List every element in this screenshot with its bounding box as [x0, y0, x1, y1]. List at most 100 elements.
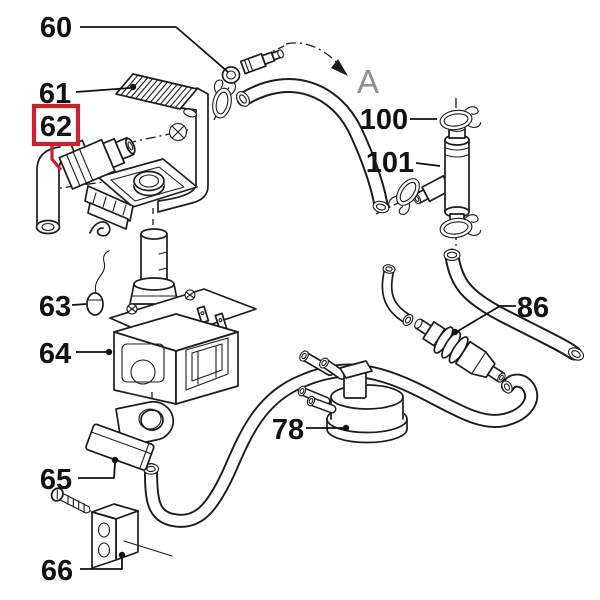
part-label-62[interactable]: 62: [40, 111, 72, 143]
hose-fill: [383, 267, 410, 322]
part-label-65[interactable]: 65: [40, 464, 72, 496]
pot-side-opening: [306, 395, 316, 407]
block-guide-line: [123, 540, 173, 557]
leader-66: [80, 558, 123, 570]
grommet-body: [86, 292, 104, 316]
hose-fill: [238, 80, 387, 211]
hose-opening: [402, 313, 414, 327]
part-label-66[interactable]: 66: [41, 555, 73, 587]
pot-side-nipple-fill: [310, 399, 335, 412]
hose-opening: [297, 385, 307, 397]
valve-tip-hole: [127, 141, 134, 151]
hose-opening: [236, 91, 250, 107]
highlight-box-62[interactable]: [31, 103, 81, 147]
pot-top: [330, 384, 404, 410]
part-label-64[interactable]: 64: [39, 338, 71, 370]
part-66-screw: [50, 487, 91, 514]
hose-fill: [301, 389, 329, 404]
part-label-100[interactable]: 100: [360, 104, 408, 136]
view-reference-label: A: [357, 63, 379, 100]
hose-clamp-icon: [212, 79, 237, 119]
tee-body-fill: [445, 140, 469, 212]
leader-dot: [129, 83, 137, 91]
hose-opening: [501, 380, 513, 394]
bracket65-hole: [140, 409, 164, 431]
part-label-63[interactable]: 63: [39, 291, 71, 323]
part-60-fitting: [239, 49, 284, 75]
valve-fill: [36, 146, 74, 226]
pump-screw-cross: [127, 305, 137, 313]
view-arrow: [285, 42, 348, 76]
pump-coil-lines: [197, 345, 217, 385]
hose-stub-lower-left: [297, 385, 331, 406]
leader-dot: [111, 456, 119, 464]
pump-coil-inner: [191, 343, 223, 382]
hose-fill: [446, 250, 580, 359]
part-64-pump: [109, 208, 257, 405]
filter-right-hole: [498, 374, 504, 381]
hose-opening: [299, 350, 309, 362]
leader-86: [457, 305, 516, 332]
hose-opening: [382, 264, 396, 274]
hose-opening: [567, 347, 585, 361]
part-101-tee: [412, 124, 470, 228]
leader-dot: [105, 348, 113, 356]
bracket-boss-hole: [138, 174, 160, 188]
hose-clamp-icon: [439, 214, 482, 239]
bracket-platform-recess: [110, 166, 185, 202]
valve-body: [58, 136, 136, 190]
pot-elbow-flange: [339, 360, 373, 379]
pump-collar-top: [133, 277, 175, 291]
part-61-bracket: [84, 73, 209, 230]
part-label-86[interactable]: 86: [517, 292, 549, 324]
bracket-front-rail: [84, 185, 134, 222]
leader-dot: [118, 551, 126, 559]
block-hole: [97, 522, 111, 538]
tee-ribs: [445, 147, 469, 158]
callouts: 60 61 62 63 64 65 66 78 86 100 101 A: [31, 12, 549, 587]
hose-clamp-icon: [388, 178, 420, 215]
part-62-valve: [35, 136, 136, 237]
block-front: [91, 511, 117, 569]
part-label-78[interactable]: 78: [272, 414, 304, 446]
block-side: [115, 510, 139, 561]
pump-tube-mark: [158, 251, 168, 271]
leader-61: [75, 87, 131, 93]
leader-dot: [342, 424, 350, 432]
bracket65-sleeve: [85, 423, 155, 471]
heatsink-fins: [115, 73, 198, 110]
leader-65: [78, 462, 116, 479]
valve-pipe: [36, 146, 73, 227]
grommet-wire: [94, 250, 110, 294]
view-arrow-curve: [285, 42, 341, 67]
part-label-101[interactable]: 101: [366, 147, 414, 179]
pump-screw-cross: [185, 291, 195, 299]
bracket65-hole-rim: [138, 408, 162, 430]
bracket-slot: [183, 108, 197, 118]
tee-branch: [412, 175, 452, 205]
part-label-60[interactable]: 60: [40, 12, 72, 44]
pot-elbow-nipple-fill: [322, 360, 346, 379]
leader-60: [80, 26, 229, 73]
retaining-clip: [89, 221, 111, 237]
rail-hatching: [92, 192, 127, 216]
block-hole: [97, 542, 111, 558]
filter-left-cap: [414, 318, 423, 329]
leader-62-highlight: [50, 146, 63, 172]
valve-pipe-hole: [41, 222, 55, 232]
hose-opening: [372, 200, 390, 214]
leader-dot: [451, 328, 459, 336]
hose-top-right: [236, 78, 390, 214]
pump-front-panel: [121, 343, 165, 383]
pump-front-circle: [130, 359, 156, 385]
filter-body-line: [471, 351, 487, 375]
part-65-bracket: [85, 400, 175, 471]
hose-opening: [142, 463, 160, 475]
pump-outlet-top: [140, 228, 168, 240]
tee-body-sides: [444, 139, 470, 213]
pump-coil-window: [185, 337, 229, 391]
hose-opening: [443, 248, 461, 262]
hose-clamp-icon: [439, 106, 482, 131]
